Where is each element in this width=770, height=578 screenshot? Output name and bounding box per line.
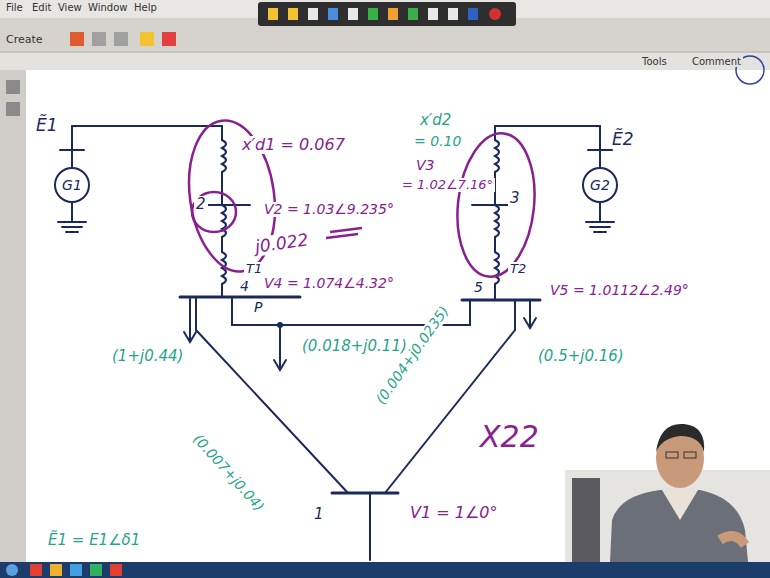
circuit-annotation: V2 = 1.03∠9.235° xyxy=(262,202,396,217)
circuit-annotation: V4 = 1.074∠4.32° xyxy=(262,276,396,291)
circuit-annotation: V3 xyxy=(414,158,436,173)
circuit-annotation: V5 = 1.0112∠2.49° xyxy=(548,283,691,298)
generator-circle: G1 xyxy=(54,167,90,203)
circuit-annotation: P xyxy=(252,300,264,315)
circuit-annotation: 3 xyxy=(508,190,522,207)
circuit-annotation: T1 xyxy=(244,262,264,276)
circuit-annotation: (0.018+j0.11) xyxy=(300,338,409,355)
circuit-annotation: X22 xyxy=(478,420,541,453)
circuit-annotation: (0.5+j0.16) xyxy=(536,348,626,365)
generator-circle: G2 xyxy=(582,167,618,203)
generator-label: G2 xyxy=(590,177,610,193)
menu-text: View xyxy=(56,2,84,13)
circuit-annotation: = 0.10 xyxy=(412,134,463,149)
circuit-annotation: V1 = 1∠0° xyxy=(408,504,499,522)
circuit-annotation: Ẽ1 xyxy=(34,116,60,135)
menu-text: File xyxy=(4,2,25,13)
circuit-annotation: x′d2 xyxy=(418,112,453,129)
circuit-annotation: Ẽ1 = E1∠δ1 xyxy=(46,532,142,549)
circuit-annotation: Ẽ2 xyxy=(610,130,636,149)
circuit-annotation: (1+j0.44) xyxy=(110,348,185,365)
circuit-annotation: 1 xyxy=(312,506,326,523)
circuit-annotation: x′d1 = 0.067 xyxy=(240,136,347,154)
menu-text: Help xyxy=(132,2,159,13)
circuit-annotation: 4 xyxy=(238,279,251,294)
menu-text: Window xyxy=(86,2,129,13)
circuit-annotation: T2 xyxy=(508,262,528,276)
menu-text: Comment xyxy=(690,56,743,67)
circuit-annotation: = 1.02∠7.16° xyxy=(400,178,495,192)
menu-text: Edit xyxy=(30,2,53,13)
menu-text: Tools xyxy=(640,56,669,67)
circuit-annotation: 2 xyxy=(194,196,208,213)
menu-text: Create xyxy=(4,34,45,46)
generator-label: G1 xyxy=(62,177,82,193)
circuit-annotation: 5 xyxy=(472,280,485,295)
